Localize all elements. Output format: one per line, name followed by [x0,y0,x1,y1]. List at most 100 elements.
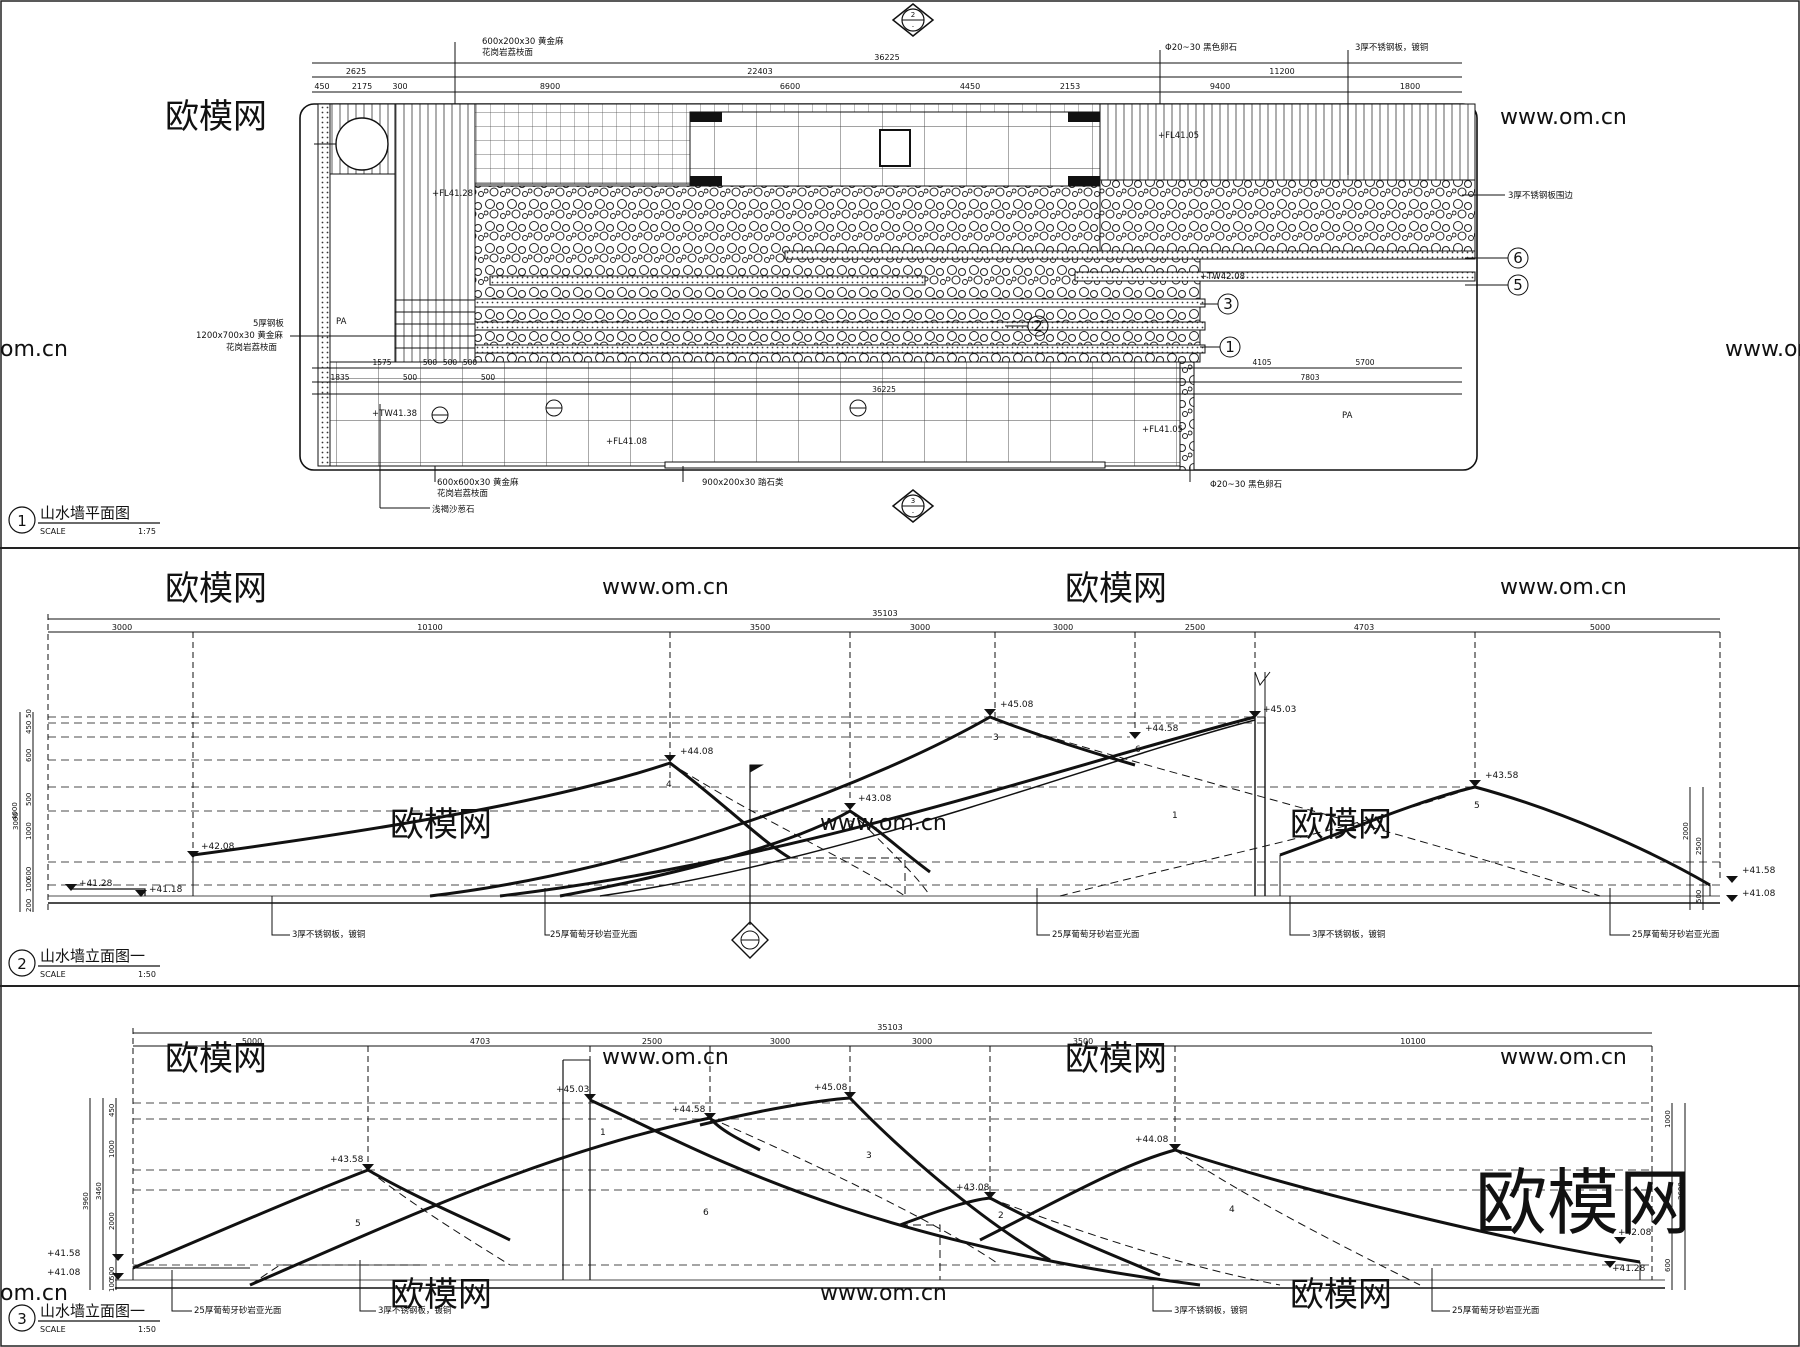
svg-text:3000: 3000 [910,623,930,632]
svg-text:3厚不锈钢板围边: 3厚不锈钢板围边 [1508,190,1573,201]
svg-text:3000: 3000 [770,1037,790,1046]
svg-text:4000: 4000 [11,802,19,820]
svg-text:8900: 8900 [540,82,560,91]
svg-text:25厚葡萄牙砂岩亚光面: 25厚葡萄牙砂岩亚光面 [1632,929,1720,940]
view-number: 2 [17,955,27,973]
svg-text:3960: 3960 [82,1192,90,1210]
svg-text:5: 5 [1474,801,1480,811]
svg-text:+44.08: +44.08 [680,747,714,757]
svg-text:+41.28: +41.28 [79,879,113,889]
plan-pebble-edge [1179,361,1195,471]
svg-text:7803: 7803 [1300,373,1319,382]
svg-text:6600: 6600 [780,82,800,91]
svg-text:3厚不锈钢板，镀铜: 3厚不锈钢板，镀铜 [1312,929,1385,940]
watermark-url: om.cn [0,1281,68,1306]
svg-text:100: 100 [108,1279,116,1292]
svg-text:2: 2 [848,820,854,830]
elev2-mountains [132,1059,1641,1287]
svg-text:4: 4 [666,780,672,790]
mountain-3 [699,1096,1051,1262]
svg-text:450: 450 [314,82,329,91]
svg-text:+44.58: +44.58 [672,1105,706,1115]
svg-text:1000: 1000 [25,822,33,840]
plan-steps [394,299,476,363]
plan-dimensions-top: 36225 2625 22403 11200 450 2175 300 8900… [312,53,1462,93]
svg-text:5: 5 [1513,276,1523,294]
svg-text:4: 4 [1229,1205,1235,1215]
svg-text:1: 1 [600,1128,606,1138]
svg-text:500: 500 [423,358,438,367]
scale-label: SCALE [40,1325,66,1334]
svg-text:500: 500 [463,358,478,367]
svg-text:5000: 5000 [242,1037,262,1046]
watermark-logo: 欧模网 [1290,805,1392,845]
watermark-url: www.om.cn [820,1281,947,1306]
watermark-logo-large: 欧模网 [1475,1161,1691,1245]
svg-text:4703: 4703 [470,1037,490,1046]
svg-text:3000: 3000 [1053,623,1073,632]
svg-text:2000: 2000 [1682,822,1690,840]
svg-text:25厚葡萄牙砂岩亚光面: 25厚葡萄牙砂岩亚光面 [1452,1305,1540,1316]
svg-text:+41.08: +41.08 [47,1268,81,1278]
elevation-two: 35103 5000 4703 2500 3000 3000 3500 1010… [8,1023,1686,1334]
mountain-2 [899,1196,1161,1277]
svg-text:+FL41.08: +FL41.08 [606,437,647,447]
svg-text:-: - [912,509,914,516]
svg-text:36225: 36225 [872,385,896,394]
elev1-mountains [70,671,1711,925]
svg-text:3厚不锈钢板，镀铜: 3厚不锈钢板，镀铜 [1355,42,1428,53]
svg-text:+41.58: +41.58 [47,1249,81,1259]
svg-text:35103: 35103 [877,1023,902,1032]
svg-text:5700: 5700 [1355,358,1374,367]
svg-text:3000: 3000 [12,812,20,830]
svg-text:25厚葡萄牙砂岩亚光面: 25厚葡萄牙砂岩亚光面 [1052,929,1140,940]
svg-text:3000: 3000 [112,623,132,632]
plan-grid-bottom [329,361,1181,467]
elev2-dimensions: 35103 5000 4703 2500 3000 3000 3500 1010… [132,1023,1653,1280]
section-marker-top: 2 - [891,3,935,37]
elev2-levels: +45.03 +44.58 +45.08 +43.58 +43.08 +44.0… [47,1083,1652,1280]
scale-value: 1:75 [138,527,156,536]
marker-number: 3 [911,497,915,505]
svg-text:5厚钢板: 5厚钢板 [253,318,284,329]
mountain-6 [499,715,1256,898]
watermark-url: om.cn [0,337,68,362]
svg-text:3460: 3460 [95,1182,103,1200]
svg-text:600x600x30 黄金麻: 600x600x30 黄金麻 [437,477,519,488]
svg-text:2: 2 [998,1211,1004,1221]
mountain-5 [1279,785,1711,887]
svg-text:10100: 10100 [1400,1037,1425,1046]
svg-text:+41.18: +41.18 [149,885,183,895]
svg-text:600: 600 [1664,1259,1672,1272]
svg-text:2500: 2500 [642,1037,662,1046]
plan-view: 2 - 3 - 36225 2625 22403 11200 450 2175 … [8,3,1573,536]
elev1-peak-labels: 4 2 3 6 1 5 [666,733,1480,830]
watermark-url: www.om.cn [602,575,729,600]
svg-text:10100: 10100 [417,623,442,632]
svg-text:+TW42.08: +TW42.08 [1200,272,1245,282]
mountain-4 [979,1148,1641,1264]
watermark-logo: 欧模网 [165,97,267,137]
mountain-6 [249,1116,761,1287]
svg-text:PA: PA [1342,411,1353,421]
marker-number: 2 [911,11,915,19]
svg-text:4703: 4703 [1354,623,1374,632]
svg-text:900x200x30 踏石类: 900x200x30 踏石类 [702,477,784,488]
svg-text:3500: 3500 [750,623,770,632]
svg-text:3厚不锈钢板，镀铜: 3厚不锈钢板，镀铜 [378,1305,451,1316]
svg-text:3: 3 [993,733,999,743]
svg-text:3厚不锈钢板，镀铜: 3厚不锈钢板，镀铜 [292,929,365,940]
svg-text:+FL41.28: +FL41.28 [432,189,473,199]
svg-text:1: 1 [1225,338,1235,356]
svg-text:100: 100 [25,879,33,892]
svg-text:+44.08: +44.08 [1135,1135,1169,1145]
scale-label: SCALE [40,970,66,979]
elev1-title-block: 2 山水墙立面图一 SCALE 1:50 [8,947,160,979]
svg-text:25厚葡萄牙砂岩亚光面: 25厚葡萄牙砂岩亚光面 [550,929,638,940]
svg-text:200: 200 [25,899,33,912]
svg-text:6: 6 [1513,249,1523,267]
svg-text:500: 500 [108,1267,116,1280]
watermark-url: www.om.cn [602,1045,729,1070]
elevation-one: 35103 3000 10100 3500 3000 3000 2500 470… [8,609,1776,979]
